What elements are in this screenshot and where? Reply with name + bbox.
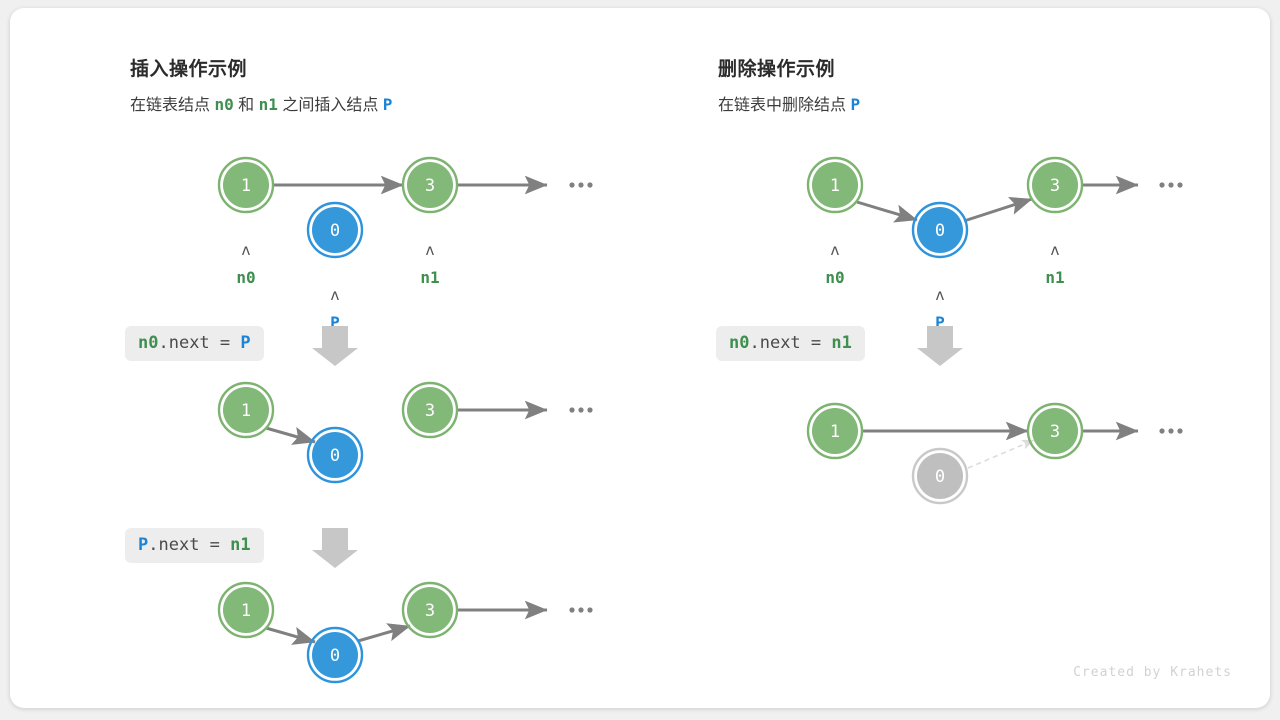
node-pointer-n1: ʌ n1 xyxy=(420,241,439,287)
node-value: 1 xyxy=(241,601,251,621)
step-down-arrow-icon xyxy=(917,326,963,366)
list-node-blue: 0 xyxy=(306,426,364,484)
node-value: 0 xyxy=(330,646,340,666)
link-arrow xyxy=(265,626,316,645)
list-node-green: 1 xyxy=(806,156,864,214)
pointer-label: n0 xyxy=(236,268,255,287)
node-value: 1 xyxy=(241,401,251,421)
delete-panel-title: 删除操作示例 xyxy=(718,59,836,80)
link-arrow xyxy=(856,200,918,223)
node-value: 3 xyxy=(1050,422,1060,442)
list-node-green: 3 xyxy=(1026,156,1084,214)
node-value: 0 xyxy=(330,221,340,241)
list-node-blue: 0 xyxy=(306,626,364,684)
code-statement-box: n0.next = n1 xyxy=(716,326,865,362)
node-pointer-P: ʌP xyxy=(330,286,340,332)
credit-text: Created by Krahets xyxy=(1073,665,1232,680)
list-node-green: 3 xyxy=(401,381,459,439)
code-token-plain: .next = xyxy=(158,333,241,353)
ellipsis-dots xyxy=(1159,182,1183,188)
inline-text: 在链表中删除结点 xyxy=(718,97,851,114)
list-node-green: 1 xyxy=(806,402,864,460)
node-value: 3 xyxy=(1050,176,1060,196)
caret-icon: ʌ xyxy=(831,241,840,259)
code-token-green: n0 xyxy=(138,333,159,353)
inline-text: 和 xyxy=(233,97,259,114)
ellipsis-dots xyxy=(569,607,593,613)
ellipsis-dots xyxy=(569,182,593,188)
caret-icon: ʌ xyxy=(242,241,251,259)
code-token-green: n0 xyxy=(729,333,750,353)
code-token-blue: P xyxy=(240,333,251,353)
list-node-blue: 0 xyxy=(911,201,969,259)
ellipsis-dots xyxy=(1159,428,1183,434)
inline-text: 之间插入结点 xyxy=(277,97,383,114)
caret-icon: ʌ xyxy=(1051,241,1060,259)
code-token-green: n1 xyxy=(230,535,251,555)
pointer-label: P xyxy=(935,313,945,332)
list-node-green: 3 xyxy=(401,581,459,639)
panel-delete-operation: 删除操作示例 在链表中删除结点 P xyxy=(590,8,1270,708)
code-token-blue: P xyxy=(138,535,149,555)
node-value: 0 xyxy=(935,467,945,487)
node-value: 3 xyxy=(425,601,435,621)
code-statement-box: P.next = n1 xyxy=(125,528,264,564)
node-pointer-n0: ʌ n0 xyxy=(825,241,844,287)
node-value: 0 xyxy=(935,221,945,241)
node-value: 0 xyxy=(330,446,340,466)
link-arrow xyxy=(963,196,1033,223)
inline-code-blue: P xyxy=(382,95,393,114)
list-node-green: 1 xyxy=(217,156,275,214)
inline-code-green: n0 xyxy=(214,95,234,114)
pointer-label: n1 xyxy=(420,268,439,287)
panel-insert-operation: 插入操作示例 在链表结点 n0 和 n1 之间插入结点 P xyxy=(10,8,650,708)
insert-panel-title: 插入操作示例 xyxy=(130,59,248,80)
list-node-gray: 0 xyxy=(911,447,969,505)
pointer-label: n0 xyxy=(825,268,844,287)
node-value: 1 xyxy=(830,422,840,442)
code-token-plain: .next = xyxy=(749,333,832,353)
list-node-green: 1 xyxy=(217,581,275,639)
pointer-label: P xyxy=(330,313,340,332)
list-node-green: 3 xyxy=(1026,402,1084,460)
list-node-blue: 0 xyxy=(306,201,364,259)
node-value: 3 xyxy=(425,176,435,196)
node-pointer-n0: ʌ n0 xyxy=(236,241,255,287)
caret-icon: ʌ xyxy=(426,241,435,259)
code-statement-box: n0.next = P xyxy=(125,326,264,362)
node-pointer-P: ʌP xyxy=(935,286,945,332)
link-arrow xyxy=(967,439,1035,469)
diagram-card: 插入操作示例 在链表结点 n0 和 n1 之间插入结点 P 删除操作示例 在链表… xyxy=(10,8,1270,708)
list-node-green: 3 xyxy=(401,156,459,214)
node-value: 1 xyxy=(241,176,251,196)
ellipsis-dots xyxy=(569,407,593,413)
node-value: 1 xyxy=(830,176,840,196)
code-token-plain: .next = xyxy=(148,535,231,555)
node-pointer-n1: ʌ n1 xyxy=(1045,241,1064,287)
link-arrow xyxy=(265,426,316,445)
delete-panel-subtitle: 在链表中删除结点 P xyxy=(718,91,860,115)
link-arrow xyxy=(357,623,411,643)
insert-panel-subtitle: 在链表结点 n0 和 n1 之间插入结点 P xyxy=(130,91,392,115)
pointer-label: n1 xyxy=(1045,268,1064,287)
inline-code-blue: P xyxy=(850,95,861,114)
caret-icon: ʌ xyxy=(331,286,340,304)
step-down-arrow-icon xyxy=(312,528,358,568)
node-value: 3 xyxy=(425,401,435,421)
list-node-green: 1 xyxy=(217,381,275,439)
inline-code-green: n1 xyxy=(258,95,278,114)
step-down-arrow-icon xyxy=(312,326,358,366)
code-token-green: n1 xyxy=(831,333,852,353)
caret-icon: ʌ xyxy=(936,286,945,304)
inline-text: 在链表结点 xyxy=(130,97,215,114)
